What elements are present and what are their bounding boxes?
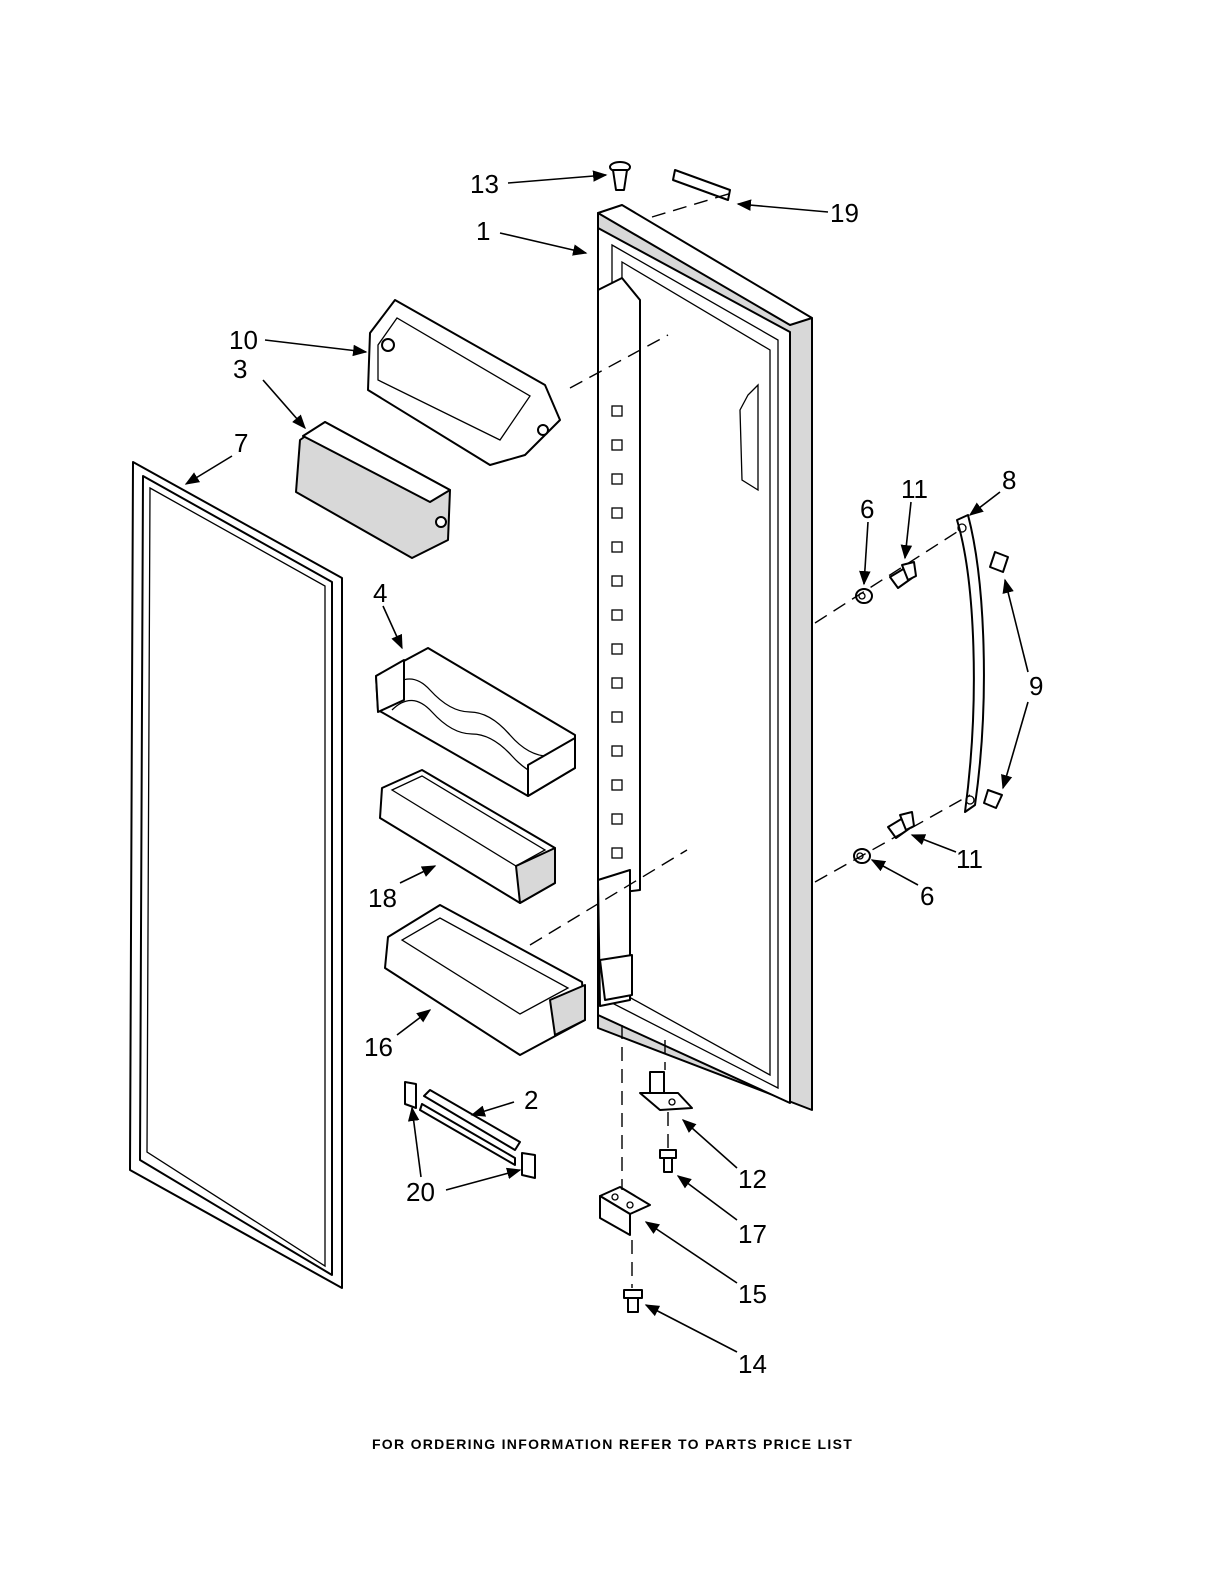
can-rack-bin: [376, 648, 575, 796]
callout-3: 3: [233, 354, 247, 384]
callout-1: 1: [476, 216, 490, 246]
dairy-door: [296, 422, 450, 558]
dairy-compartment: [368, 300, 560, 465]
trim-end-cap-right: [522, 1153, 535, 1178]
callout-6-top: 6: [860, 494, 874, 524]
callout-15: 15: [738, 1279, 767, 1309]
callout-6-bottom: 6: [920, 881, 934, 911]
handle-set-screw-bottom: [984, 790, 1002, 808]
ordering-information-footer: FOR ORDERING INFORMATION REFER TO PARTS …: [0, 1436, 1225, 1452]
hinge-screw: [660, 1150, 676, 1172]
callout-10: 10: [229, 325, 258, 355]
callout-16: 16: [364, 1032, 393, 1062]
callout-17: 17: [738, 1219, 767, 1249]
door-bin-large: [385, 905, 585, 1055]
callout-2: 2: [524, 1085, 538, 1115]
handle-spacer-top: [856, 589, 872, 603]
callout-19: 19: [830, 198, 859, 228]
door-handle: [957, 515, 984, 812]
callout-11-bottom: 11: [956, 844, 983, 874]
callout-14: 14: [738, 1349, 767, 1379]
callout-11-top: 11: [901, 474, 928, 504]
lower-hinge-bracket: [600, 1187, 650, 1235]
callout-4: 4: [373, 578, 387, 608]
callout-8: 8: [1002, 465, 1016, 495]
callout-13: 13: [470, 169, 499, 199]
callout-7: 7: [234, 428, 248, 458]
trim-strip: [420, 1090, 520, 1165]
door-gasket: [130, 462, 342, 1288]
handle-set-screw-top: [990, 552, 1008, 572]
callout-18: 18: [368, 883, 397, 913]
door-top-plug: [610, 162, 630, 190]
callout-12: 12: [738, 1164, 767, 1194]
trim-end-cap-left: [405, 1082, 416, 1108]
bottom-hinge: [640, 1072, 692, 1110]
callout-20: 20: [406, 1177, 435, 1207]
callout-9: 9: [1029, 671, 1043, 701]
door-assembly: [598, 205, 812, 1110]
bracket-screw: [624, 1290, 642, 1312]
handle-stud-top: [890, 562, 916, 588]
